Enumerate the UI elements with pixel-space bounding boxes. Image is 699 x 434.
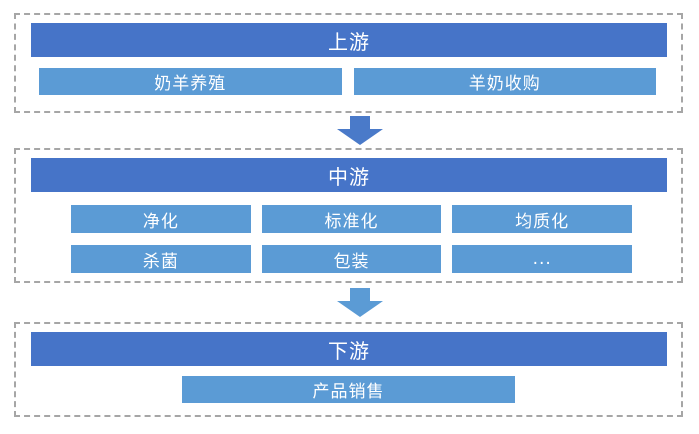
section-upstream-title: 上游 — [31, 23, 667, 57]
item-homogenization: 均质化 — [452, 205, 633, 233]
midstream-items-row-2: 杀菌 包装 ... — [71, 245, 633, 273]
downstream-items-row: 产品销售 — [16, 376, 681, 403]
down-arrow-icon — [337, 116, 383, 145]
item-purification: 净化 — [71, 205, 251, 233]
section-upstream: 上游 奶羊养殖 羊奶收购 — [14, 13, 683, 113]
upstream-items-row: 奶羊养殖 羊奶收购 — [39, 68, 656, 95]
item-ellipsis: ... — [452, 245, 633, 273]
item-packaging: 包装 — [261, 245, 442, 273]
section-downstream-title: 下游 — [31, 332, 667, 366]
item-goat-milk-purchase: 羊奶收购 — [353, 68, 656, 95]
midstream-items-row-1: 净化 标准化 均质化 — [71, 205, 633, 233]
item-sterilization: 杀菌 — [71, 245, 251, 273]
item-product-sales: 产品销售 — [182, 376, 515, 403]
down-arrow-icon — [337, 288, 383, 317]
down-arrow-shape — [337, 288, 383, 317]
item-standardization: 标准化 — [261, 205, 442, 233]
section-midstream-title: 中游 — [31, 158, 667, 192]
down-arrow-shape — [337, 116, 383, 145]
item-dairy-goat-breeding: 奶羊养殖 — [39, 68, 342, 95]
section-midstream: 中游 净化 标准化 均质化 杀菌 包装 ... — [14, 148, 683, 283]
section-downstream: 下游 产品销售 — [14, 322, 683, 417]
